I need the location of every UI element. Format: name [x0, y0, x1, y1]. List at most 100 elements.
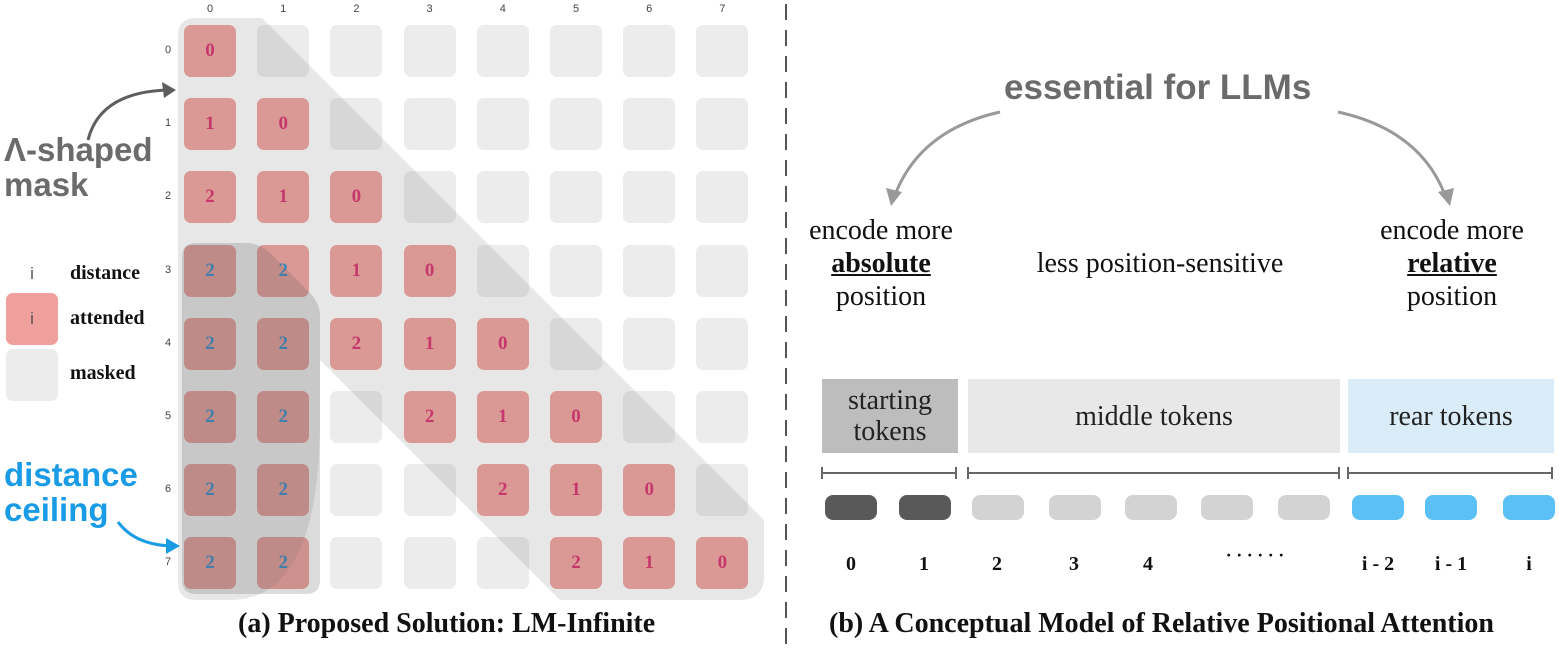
grid-cell-masked [623, 317, 676, 370]
grid-cell-masked [330, 98, 383, 151]
middle-bracket [967, 467, 1340, 479]
token-pill-rear [1503, 495, 1555, 520]
starting-bracket [821, 467, 957, 479]
grid-cell-masked [696, 464, 749, 517]
grid-cell-masked [550, 25, 602, 77]
column-tick: 6 [646, 3, 653, 15]
distance-ceiling-label: distance ceiling [4, 456, 138, 528]
right-caption: (b) A Conceptual Model of Relative Posit… [829, 608, 1494, 639]
middle-tokens-segment: middle tokens [968, 379, 1340, 453]
absolute-label-line1: encode more [809, 215, 953, 246]
grid-cell-attended: 1 [184, 98, 236, 151]
grid-cell-masked [623, 25, 676, 77]
row-tick: 6 [164, 483, 172, 496]
grid-cell-attended: 1 [403, 317, 456, 370]
ceiling-arrowhead-icon [166, 538, 180, 554]
grid-cell-attended: 2 [550, 537, 602, 590]
grid-cell-ceiling: 2 [257, 464, 310, 517]
grid-cell-masked [476, 171, 529, 224]
grid-cell-masked [696, 25, 749, 77]
grid-cell-masked [330, 25, 383, 77]
grid-cell-attended: 0 [550, 391, 602, 443]
relative-label: encode more relative position [1364, 214, 1540, 313]
token-pill-rear [1352, 495, 1404, 520]
grid-cell-masked [550, 171, 602, 224]
column-tick: 1 [280, 3, 287, 15]
grid-cell-masked [257, 25, 310, 77]
grid-cell-masked [696, 317, 749, 370]
row-tick: 2 [164, 190, 172, 203]
token-label: 0 [846, 553, 856, 575]
grid-cell-attended: 1 [476, 391, 529, 443]
grid-cell-masked [476, 537, 529, 590]
mask-overlay [86, 18, 764, 600]
top-arrows [886, 110, 1454, 206]
grid-cell-ceiling: 2 [257, 244, 310, 297]
grid-cell-attended: 0 [696, 537, 749, 590]
grid-cell-ceiling: 2 [184, 391, 236, 443]
token-pill-middle [972, 495, 1024, 520]
row-tick: 7 [164, 556, 172, 569]
grid-cell-masked [696, 171, 749, 224]
absolute-label: encode more absolute position [795, 214, 967, 313]
grid-cell-masked [550, 98, 602, 151]
grid-cell-attended: 1 [257, 171, 310, 224]
token-pill-middle [1201, 495, 1253, 520]
row-tick: 3 [164, 263, 172, 276]
grid-cell-masked [403, 171, 456, 224]
grid-cell-masked [550, 244, 602, 297]
absolute-label-bold: absolute [831, 248, 931, 279]
grid-cell-masked [550, 317, 602, 370]
distance-ceiling-label-line2: ceiling [4, 490, 109, 528]
column-tick: 5 [572, 3, 580, 15]
rear-bracket [1347, 467, 1553, 479]
token-label: 1 [919, 553, 929, 575]
grid-cell-masked [403, 537, 456, 590]
relative-label-line1: encode more [1380, 215, 1524, 246]
token-label: 2 [992, 553, 1002, 575]
grid-cell-attended: 0 [476, 317, 529, 370]
grid-cell-ceiling: 2 [257, 391, 310, 443]
row-tick: 0 [164, 44, 172, 56]
grid-cell-ceiling: 2 [184, 317, 236, 370]
token-label: 4 [1143, 553, 1153, 575]
grid-cell-masked [330, 391, 383, 443]
column-tick: 3 [426, 3, 433, 15]
grid-cell-masked [476, 98, 529, 151]
legend-distance-label: distance [70, 262, 140, 284]
grid-cell-attended: 2 [330, 317, 383, 370]
left-caption: (a) Proposed Solution: LM-Infinite [238, 608, 656, 639]
grid-cell-attended: 2 [184, 171, 236, 224]
distance-ceiling-label-line1: distance [4, 456, 138, 493]
lambda-mask-label: Λ-shaped mask [4, 132, 153, 202]
right-arrowhead-icon [1438, 188, 1454, 206]
grid-cell-masked [623, 98, 676, 151]
token-label: i [1526, 553, 1532, 575]
grid-cell-ceiling: 2 [257, 317, 310, 370]
legend-masked-label: masked [70, 362, 136, 384]
grid-cell-masked [476, 25, 529, 77]
token-pill-rear [1425, 495, 1477, 520]
grid-cell-masked [476, 244, 529, 297]
legend-masked-swatch [6, 349, 58, 401]
starting-tokens-segment: starting tokens [822, 379, 958, 453]
token-label: i - 2 [1361, 553, 1395, 575]
grid-cell-ceiling: 2 [184, 537, 236, 590]
legend-attended-swatch: i [6, 293, 58, 345]
grid-cell-attended: 0 [623, 464, 676, 517]
segment-brackets [821, 467, 1553, 479]
grid-cell-masked [696, 98, 749, 151]
grid-cell-masked [623, 391, 676, 443]
token-label: 3 [1069, 553, 1079, 575]
less-sensitive-label: less position-sensitive [1036, 248, 1284, 279]
token-pill-start [825, 495, 877, 520]
grid-cell-masked [696, 244, 749, 297]
grid-cell-attended: 2 [403, 391, 456, 443]
relative-label-line3: position [1406, 281, 1498, 312]
grid-cell-attended: 0 [184, 25, 236, 77]
column-tick: 2 [353, 3, 360, 15]
grid-cell-ceiling: 2 [184, 464, 236, 517]
grid-cell-masked [403, 98, 456, 151]
grid-cell-masked [696, 391, 749, 443]
token-pill-start [899, 495, 951, 520]
